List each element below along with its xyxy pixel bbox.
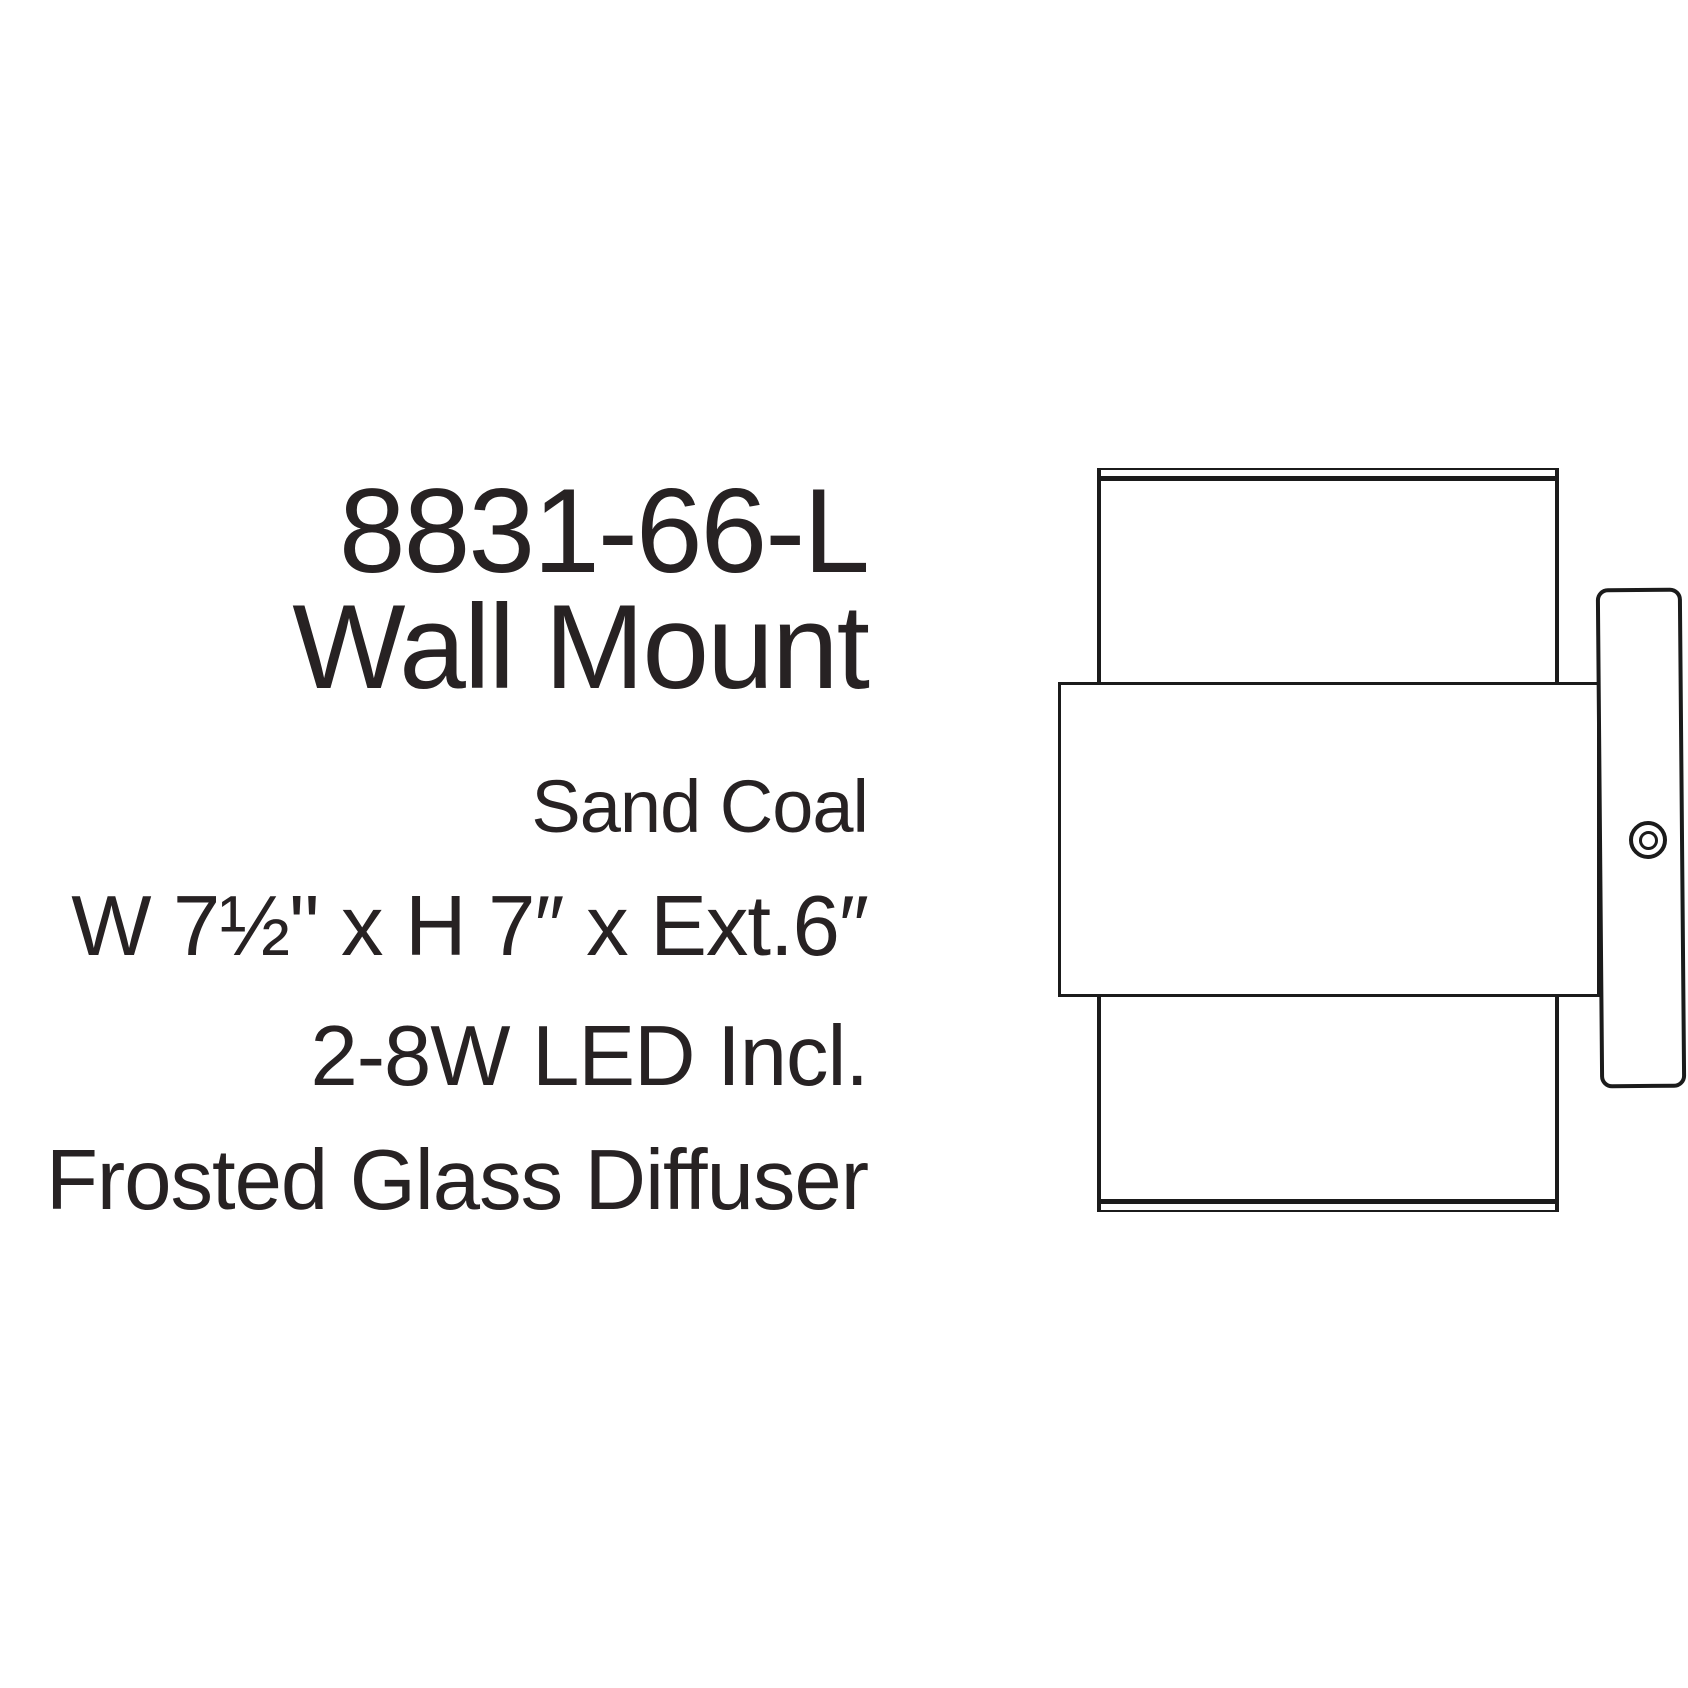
fixture-bottom-rim-line	[1099, 1199, 1557, 1204]
product-lamping: 2-8W LED Incl.	[310, 1009, 869, 1104]
product-finish: Sand Coal	[531, 765, 869, 848]
product-name: Wall Mount	[292, 580, 870, 714]
product-dimensions: W 7½" x H 7″ x Ext.6″	[71, 879, 869, 974]
product-model: 8831-66-L	[338, 464, 870, 598]
product-diffuser: Frosted Glass Diffuser	[46, 1133, 869, 1228]
fixture-top-rim-line	[1099, 476, 1557, 481]
mounting-screw-inner-circle	[1638, 830, 1658, 850]
mounting-screw-icon	[1629, 821, 1667, 859]
center-band	[1058, 682, 1600, 997]
